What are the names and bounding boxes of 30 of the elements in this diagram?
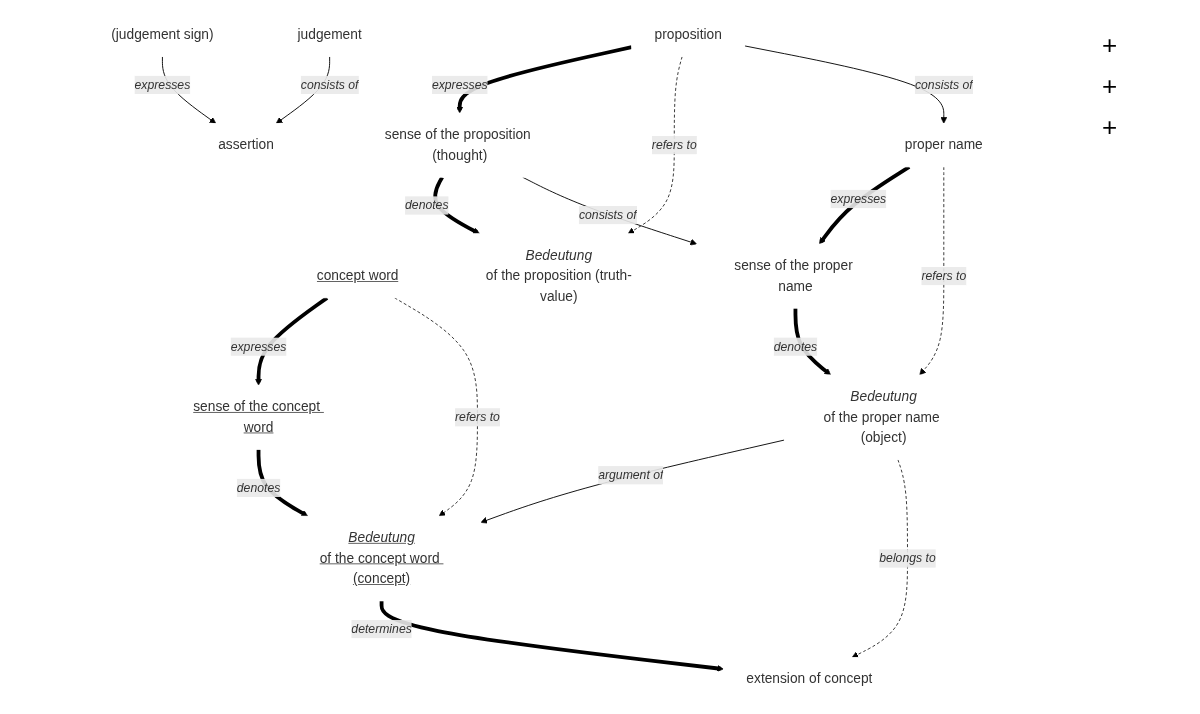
edge-label: denotes: [236, 481, 281, 495]
edge-label: belongs to: [879, 551, 936, 565]
arrow: [456, 45, 633, 114]
edge-label: determines: [351, 622, 412, 636]
edge-label: refers to: [921, 269, 967, 283]
node-text: (judgement sign): [111, 26, 214, 43]
edge-label: refers to: [651, 138, 697, 152]
node-text: proposition: [654, 26, 722, 43]
node-text: assertion: [218, 137, 274, 153]
node-text: concept word: [316, 268, 399, 284]
node-text: Bedeutung of the proposition (truth-value): [485, 247, 632, 304]
edge-label: expresses: [230, 339, 287, 353]
edge-label: denotes: [773, 339, 818, 353]
node-text: sense of the concept word: [193, 398, 321, 435]
edge-label: expresses: [431, 77, 488, 91]
node-text: Bedeutung of the proper name (object): [823, 388, 940, 446]
plus-sign: +: [1102, 112, 1119, 143]
edge-label: denotes: [405, 198, 449, 212]
node-text: sense of the proposition (thought): [384, 126, 531, 163]
plus-sign: +: [1102, 30, 1119, 61]
arrow: [819, 165, 911, 245]
edge-label: expresses: [134, 77, 191, 91]
node-text: proper name: [904, 137, 983, 153]
node-text: sense of the proper name: [734, 257, 853, 294]
node-text: judgement: [297, 26, 362, 43]
plus-sign: +: [1102, 71, 1119, 102]
edge-label: refers to: [455, 410, 500, 424]
node-text: extension of concept: [746, 671, 873, 687]
edge-label: expresses: [830, 192, 887, 206]
node-text: Bedeutung of the concept word (concept): [319, 529, 440, 587]
